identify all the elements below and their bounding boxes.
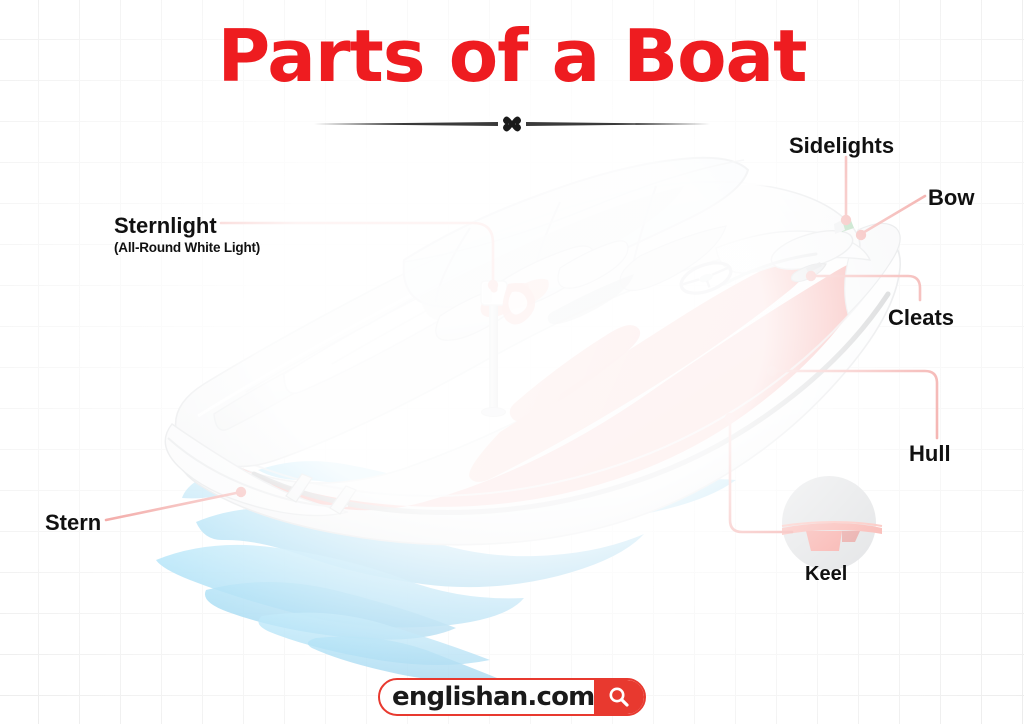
leader-keel	[728, 416, 794, 534]
title-divider	[314, 116, 710, 132]
leader-stern	[104, 490, 243, 522]
callout-label-sternlight-text: Sternlight	[114, 213, 217, 238]
dot-stern	[235, 486, 247, 498]
dot-bow	[855, 229, 867, 241]
dot-sternlight	[487, 279, 499, 291]
leader-bow	[859, 194, 927, 236]
dot-keel	[724, 412, 736, 424]
site-brand-text: englishan.com	[392, 682, 595, 712]
callout-label-hull: Hull	[909, 441, 951, 466]
dot-sidelights	[840, 214, 852, 226]
leader-dots	[235, 214, 867, 498]
leader-cleats	[810, 274, 922, 302]
page-title: Parts of a Boat	[217, 14, 807, 98]
quatrefoil-ornament	[503, 116, 521, 132]
site-logo-badge[interactable]: englishan.com	[378, 678, 646, 716]
callout-label-sternlight: Sternlight (All-Round White Light)	[114, 213, 260, 255]
search-button[interactable]	[594, 680, 644, 714]
callout-label-keel: Keel	[805, 563, 848, 585]
leader-hull	[770, 369, 939, 440]
callout-label-sidelights: Sidelights	[789, 133, 895, 158]
callout-label-cleats: Cleats	[888, 305, 955, 330]
dot-cleats	[805, 270, 817, 282]
dot-hull	[766, 365, 778, 377]
callout-label-bow: Bow	[928, 185, 975, 210]
magnifier-icon	[609, 687, 629, 707]
callout-label-stern: Stern	[45, 510, 102, 535]
callout-label-sternlight-sub: (All-Round White Light)	[114, 240, 261, 255]
leader-sternlight	[219, 221, 495, 284]
